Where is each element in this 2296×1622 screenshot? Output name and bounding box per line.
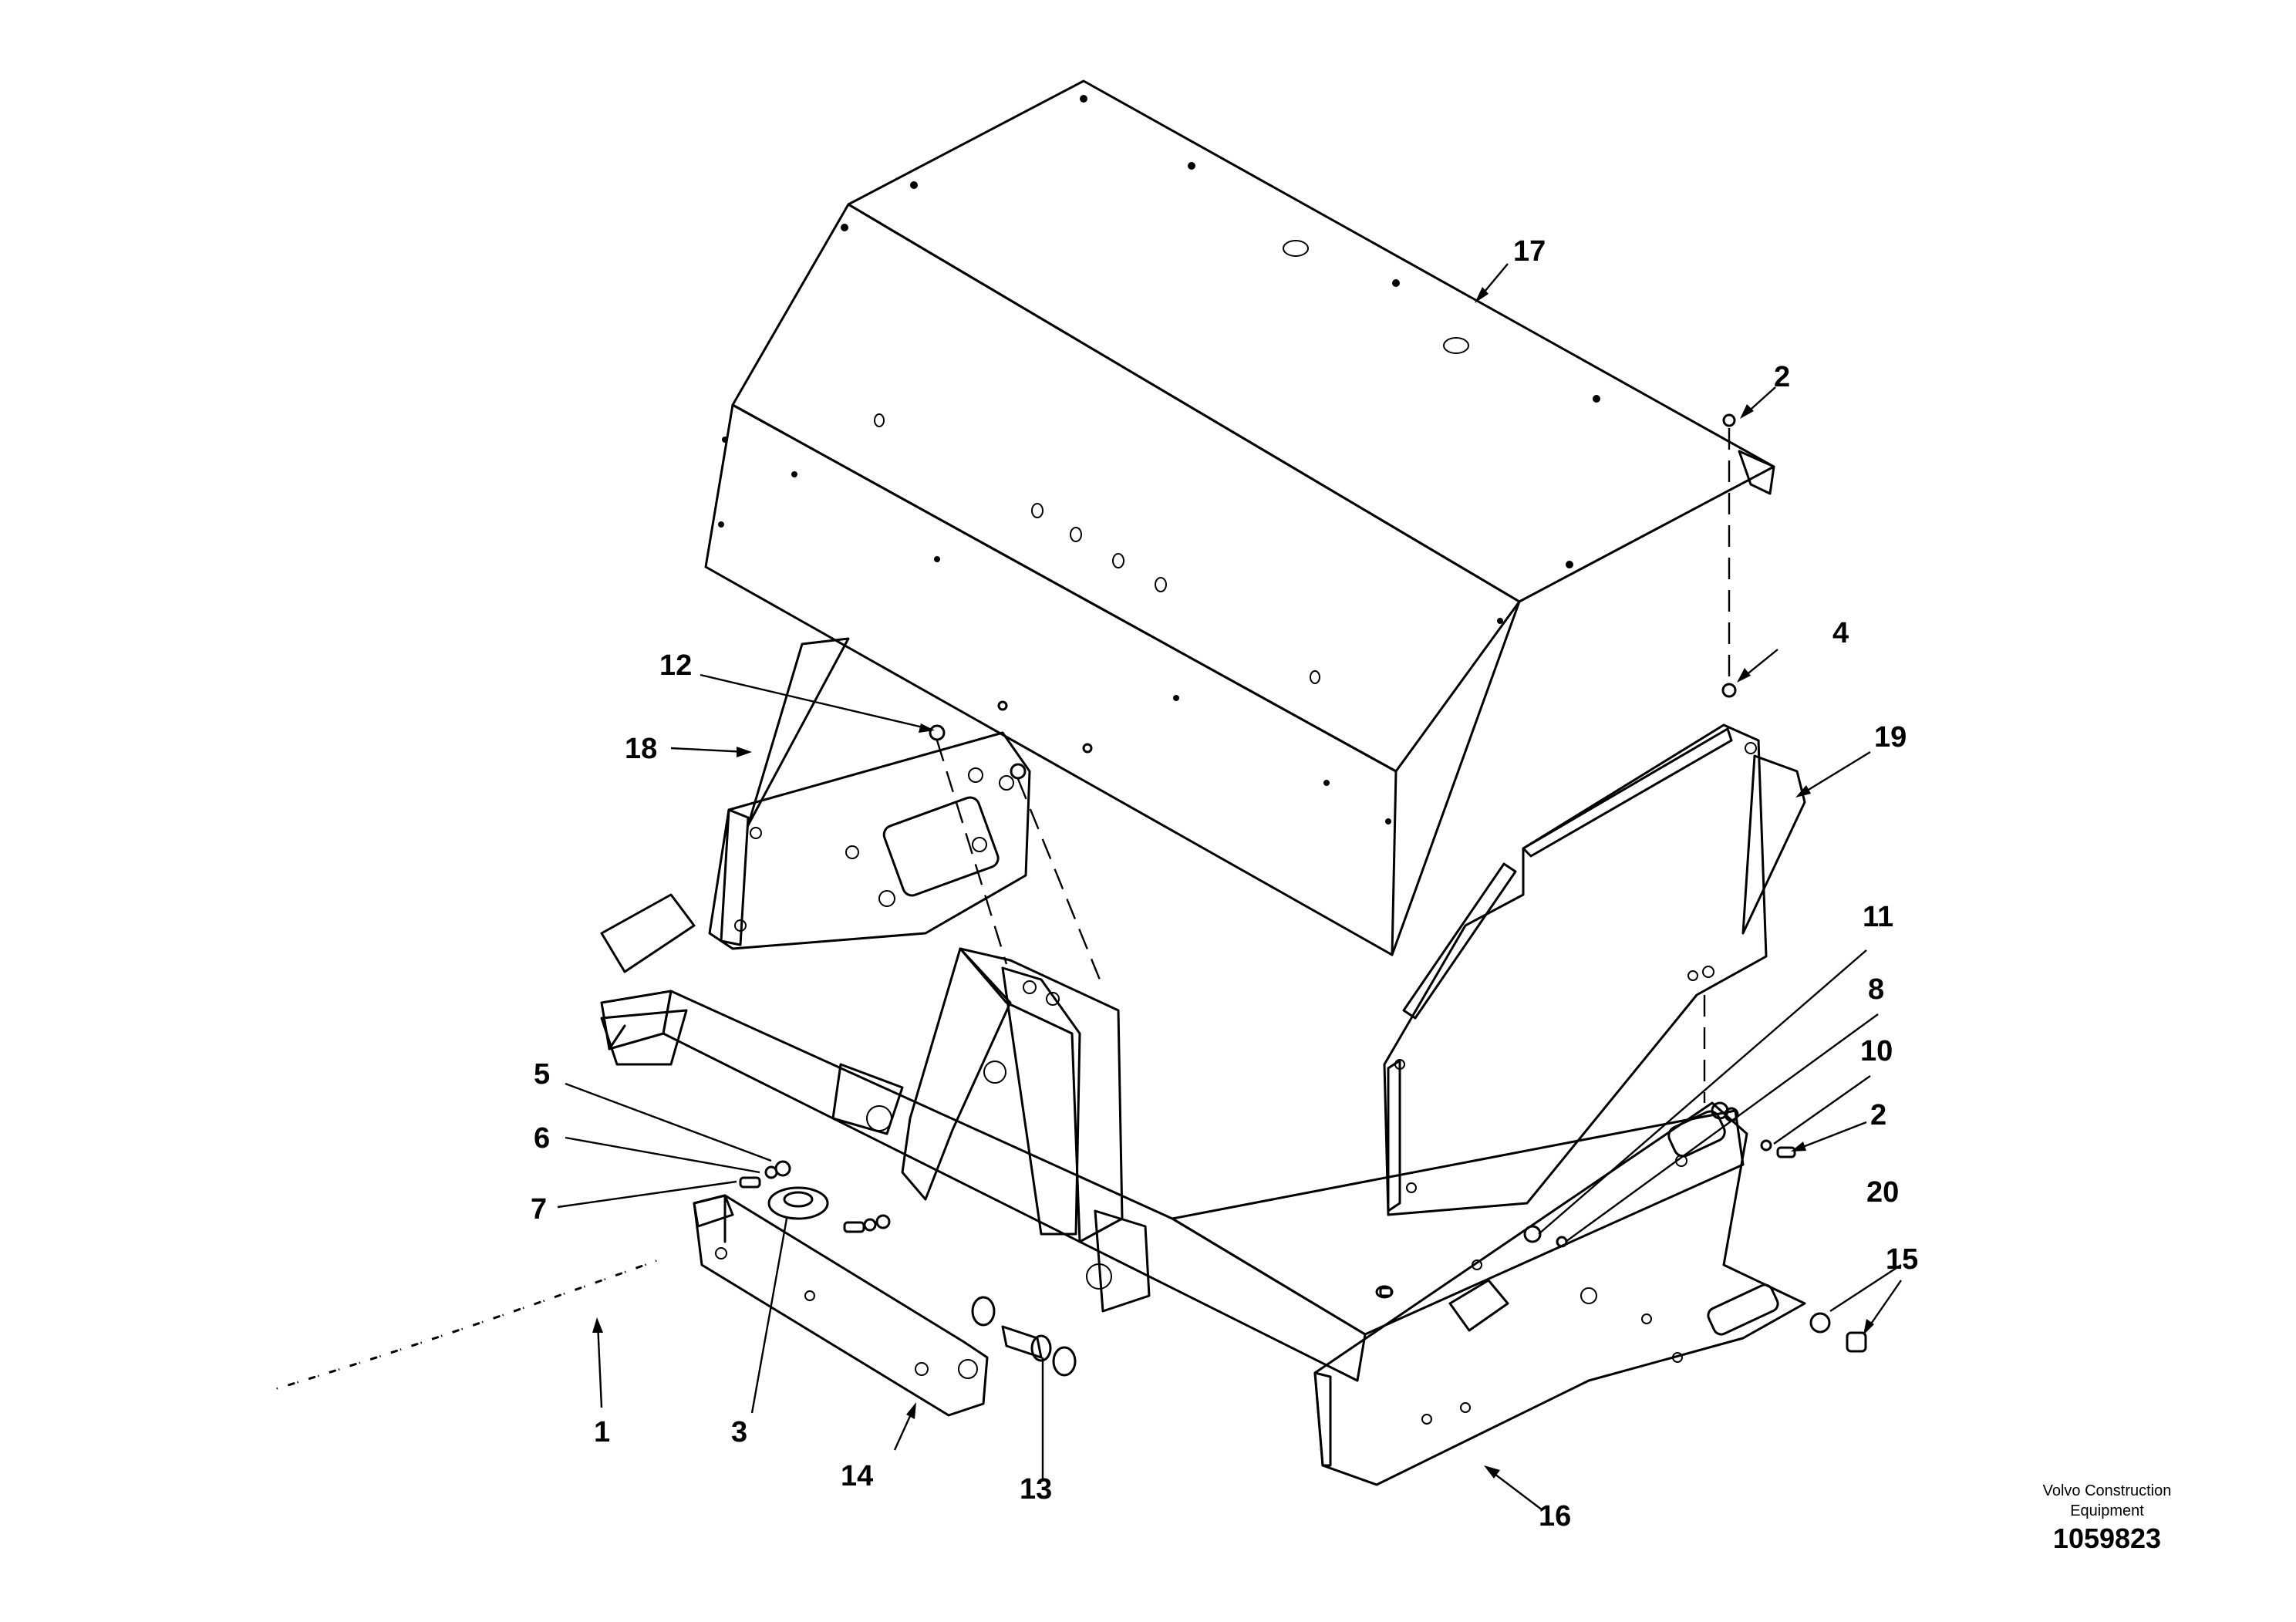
callout-8: 8 xyxy=(1868,973,1885,1006)
callout-7: 7 xyxy=(531,1193,548,1226)
callout-2-right: 2 xyxy=(1870,1099,1887,1131)
callout-19: 19 xyxy=(1874,721,1907,754)
center-bracket xyxy=(831,947,1151,1313)
pin-part-13 xyxy=(971,1296,1077,1377)
main-frame-part-16 xyxy=(600,893,1806,1486)
shackle-part-3 xyxy=(767,1186,829,1220)
leader-lines xyxy=(557,263,1902,1511)
callout-17: 17 xyxy=(1513,235,1546,268)
callout-14: 14 xyxy=(841,1460,874,1492)
callout-12: 12 xyxy=(659,649,693,682)
callout-3: 3 xyxy=(731,1416,748,1448)
callout-15: 15 xyxy=(1886,1243,1919,1276)
callout-5: 5 xyxy=(534,1058,551,1091)
right-side-plate-part-19 xyxy=(1383,723,1806,1216)
callout-16: 16 xyxy=(1539,1500,1572,1533)
callout-11: 11 xyxy=(1863,901,1894,933)
cover-hood-part-17 xyxy=(704,79,1775,956)
drawing-footer: Volvo Construction Equipment 1059823 xyxy=(1984,1481,2230,1556)
left-arm-part-14 xyxy=(693,1194,989,1417)
callout-13: 13 xyxy=(1020,1473,1053,1506)
manufacturer-line-2: Equipment xyxy=(2070,1502,2144,1519)
left-side-plate-part-18 xyxy=(708,637,1031,950)
callout-10: 10 xyxy=(1860,1035,1893,1067)
chain-part-1 xyxy=(276,1258,657,1391)
callout-1: 1 xyxy=(594,1416,611,1448)
callout-20: 20 xyxy=(1866,1176,1900,1209)
manufacturer-line-1: Volvo Construction xyxy=(2042,1482,2172,1499)
callout-4: 4 xyxy=(1832,617,1849,649)
hardware-bolts-nuts xyxy=(739,413,1867,1353)
callout-6: 6 xyxy=(534,1122,551,1155)
drawing-number: 1059823 xyxy=(2052,1523,2162,1554)
callout-18: 18 xyxy=(625,733,658,765)
assembly-lines xyxy=(936,428,1731,1103)
callout-2-top: 2 xyxy=(1774,361,1791,393)
